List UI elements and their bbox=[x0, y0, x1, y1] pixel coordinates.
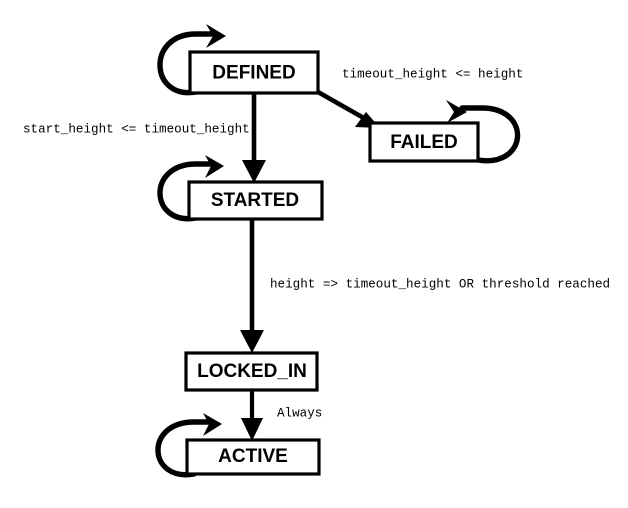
active-self-loop-arrowhead bbox=[203, 413, 222, 436]
defined-label: DEFINED bbox=[212, 63, 295, 84]
started-locked-arrowhead bbox=[240, 330, 264, 353]
started-self-loop-path bbox=[157, 161, 215, 222]
started-label: STARTED bbox=[211, 190, 299, 211]
transition-locked-in-to-active: Always bbox=[241, 390, 322, 441]
transition-defined-to-failed: timeout_height <= height bbox=[316, 67, 523, 128]
defined-self-loop-arrowhead bbox=[206, 24, 226, 48]
defined-failed-label: timeout_height <= height bbox=[342, 67, 523, 81]
defined-started-label: start_height <= timeout_height bbox=[23, 122, 250, 136]
defined-started-arrowhead bbox=[242, 160, 266, 183]
state-node-active[interactable]: ACTIVE bbox=[185, 438, 321, 476]
locked-active-arrowhead bbox=[241, 418, 263, 441]
active-self-loop-path bbox=[155, 419, 213, 478]
defined-box[interactable] bbox=[188, 50, 320, 95]
transition-defined-to-started: start_height <= timeout_height bbox=[23, 93, 266, 183]
transition-defined-self bbox=[157, 24, 226, 96]
defined-self-loop-path bbox=[157, 31, 217, 96]
locked-active-label: Always bbox=[277, 406, 322, 420]
state-node-started[interactable]: STARTED bbox=[187, 180, 324, 221]
locked-in-label: LOCKED_IN bbox=[197, 361, 307, 382]
state-node-locked-in[interactable]: LOCKED_IN bbox=[184, 351, 319, 392]
failed-self-loop-path bbox=[459, 105, 521, 164]
started-box[interactable] bbox=[187, 180, 324, 221]
state-node-defined[interactable]: DEFINED bbox=[188, 50, 320, 95]
started-self-loop-arrowhead bbox=[205, 155, 224, 178]
state-node-failed[interactable]: FAILED bbox=[368, 121, 480, 163]
failed-box[interactable] bbox=[368, 121, 480, 163]
failed-self-loop-arrowhead bbox=[446, 100, 467, 123]
transition-failed-self bbox=[446, 100, 521, 164]
active-label: ACTIVE bbox=[218, 446, 288, 467]
transition-started-to-locked-in: height => timeout_height OR threshold re… bbox=[240, 219, 610, 353]
active-box[interactable] bbox=[185, 438, 321, 476]
failed-label: FAILED bbox=[390, 132, 458, 153]
transition-active-self bbox=[155, 413, 222, 478]
transition-started-self bbox=[157, 155, 224, 222]
started-locked-label: height => timeout_height OR threshold re… bbox=[270, 277, 610, 291]
defined-failed-line bbox=[316, 90, 371, 123]
